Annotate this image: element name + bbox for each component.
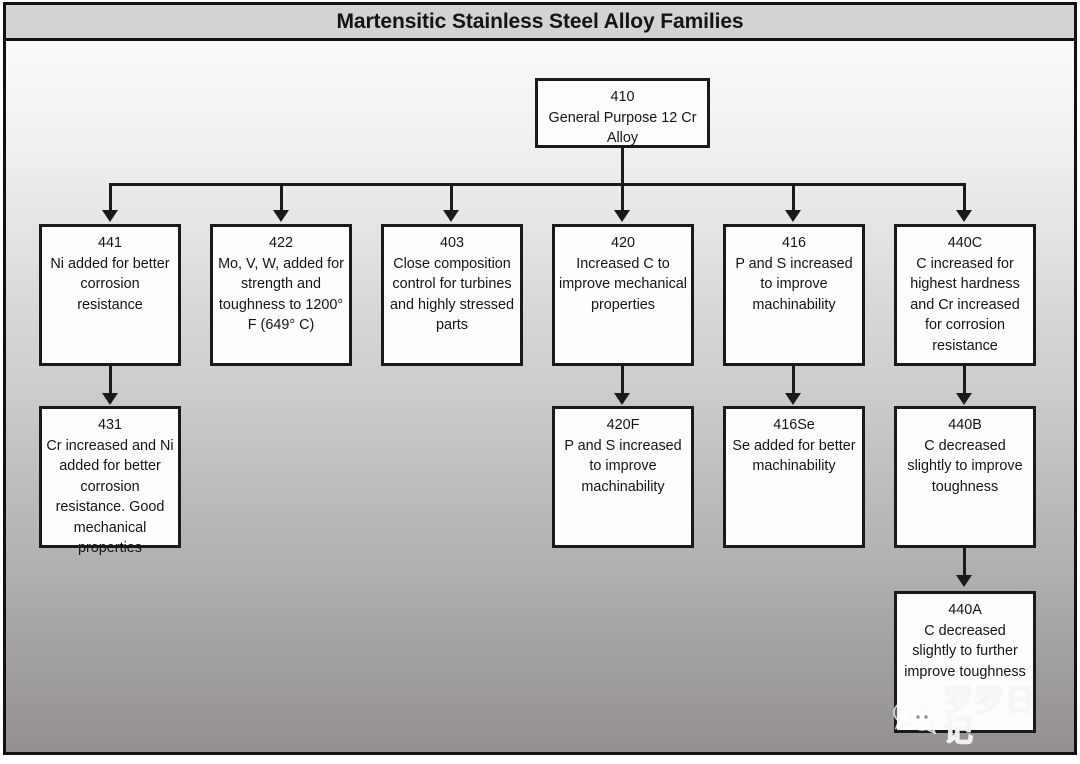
node-441: 441 Ni added for better corrosion resist… bbox=[39, 224, 181, 366]
node-440b-desc: C decreased slightly to improve toughnes… bbox=[907, 437, 1023, 495]
node-420f-code: 420F bbox=[606, 417, 640, 433]
node-431: 431 Cr increased and Ni added for better… bbox=[39, 406, 181, 556]
arrowhead-440c bbox=[956, 210, 972, 222]
node-440c: 440C C increased for highest hardness an… bbox=[894, 224, 1036, 366]
arrowhead-420f bbox=[614, 393, 630, 405]
node-416se: 416Se Se added for better machinability bbox=[723, 406, 865, 548]
node-416se-code: 416Se bbox=[773, 417, 815, 433]
node-441-desc: Ni added for better corrosion resistance bbox=[50, 255, 170, 313]
connector-416-to-416se bbox=[792, 366, 795, 396]
node-420-desc: Increased C to improve mechanical proper… bbox=[559, 255, 687, 313]
connector-bus-to-416 bbox=[792, 183, 795, 213]
arrowhead-441 bbox=[102, 210, 118, 222]
node-422-desc: Mo, V, W, added for strength and toughne… bbox=[218, 255, 344, 334]
connector-bus-to-420 bbox=[621, 183, 624, 213]
diagram-title-bar: Martensitic Stainless Steel Alloy Famili… bbox=[3, 2, 1077, 41]
connector-bus-to-441 bbox=[109, 183, 112, 213]
node-440b-code: 440B bbox=[948, 417, 982, 433]
node-420: 420 Increased C to improve mechanical pr… bbox=[552, 224, 694, 366]
connector-bus-to-440c bbox=[963, 183, 966, 213]
node-440c-code: 440C bbox=[947, 235, 983, 251]
node-422: 422 Mo, V, W, added for strength and tou… bbox=[210, 224, 352, 366]
node-416-code: 416 bbox=[781, 235, 806, 251]
arrowhead-422 bbox=[273, 210, 289, 222]
connector-bus-to-422 bbox=[280, 183, 283, 213]
node-422-code: 422 bbox=[268, 235, 293, 251]
node-420-code: 420 bbox=[610, 235, 635, 251]
node-441-code: 441 bbox=[97, 235, 122, 251]
node-440c-desc: C increased for highest hardness and Cr … bbox=[910, 255, 1020, 354]
node-440a: 440A C decreased slightly to further imp… bbox=[894, 591, 1036, 733]
page-title: Martensitic Stainless Steel Alloy Famili… bbox=[336, 9, 744, 33]
connector-441-to-431 bbox=[109, 366, 112, 396]
node-403-code: 403 bbox=[439, 235, 464, 251]
node-416: 416 P and S increased to improve machina… bbox=[723, 224, 865, 366]
connector-440b-to-440a bbox=[963, 548, 966, 578]
node-410: 410 General Purpose 12 Cr Alloy bbox=[535, 78, 710, 148]
node-403: 403 Close composition control for turbin… bbox=[381, 224, 523, 366]
arrowhead-440b bbox=[956, 393, 972, 405]
connector-420-to-420f bbox=[621, 366, 624, 396]
node-440a-code: 440A bbox=[948, 602, 982, 618]
arrowhead-431 bbox=[102, 393, 118, 405]
arrowhead-403 bbox=[443, 210, 459, 222]
node-403-desc: Close composition control for turbines a… bbox=[390, 255, 514, 334]
node-416-desc: P and S increased to improve machinabili… bbox=[735, 255, 853, 313]
node-431-desc: Cr increased and Ni added for better cor… bbox=[46, 437, 174, 557]
connector-bus bbox=[109, 183, 966, 186]
connector-bus-to-403 bbox=[450, 183, 453, 213]
node-420f: 420F P and S increased to improve machin… bbox=[552, 406, 694, 548]
connector-root-stem bbox=[621, 148, 624, 183]
node-420f-desc: P and S increased to improve machinabili… bbox=[564, 437, 682, 495]
node-440a-desc: C decreased slightly to further improve … bbox=[904, 622, 1026, 680]
arrowhead-416se bbox=[785, 393, 801, 405]
arrowhead-416 bbox=[785, 210, 801, 222]
arrowhead-420 bbox=[614, 210, 630, 222]
node-410-code: 410 bbox=[610, 89, 635, 105]
arrowhead-440a bbox=[956, 575, 972, 587]
node-440b: 440B C decreased slightly to improve tou… bbox=[894, 406, 1036, 548]
connector-440c-to-440b bbox=[963, 366, 966, 396]
node-431-code: 431 bbox=[97, 417, 122, 433]
node-416se-desc: Se added for better machinability bbox=[732, 437, 856, 475]
node-410-desc: General Purpose 12 Cr Alloy bbox=[548, 109, 697, 147]
